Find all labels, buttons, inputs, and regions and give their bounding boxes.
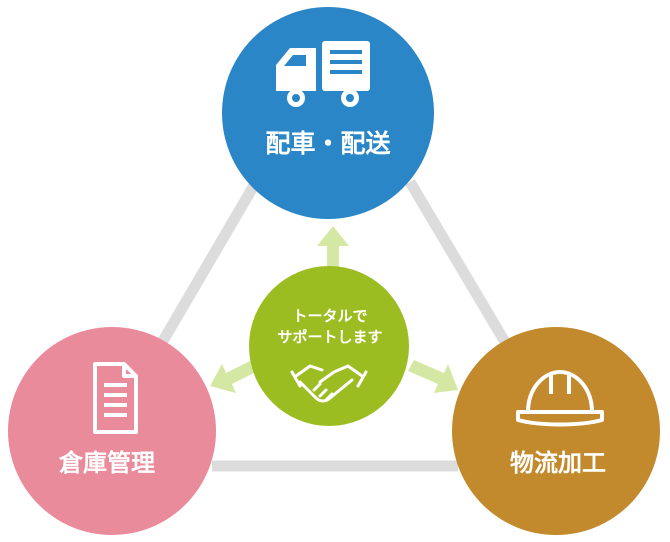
support-arrows xyxy=(210,226,458,393)
document-icon xyxy=(93,362,138,434)
center-label-line2: サポートします xyxy=(277,328,382,346)
center-circle xyxy=(249,266,409,426)
node-warehouse: 倉庫管理 xyxy=(8,327,216,535)
processing-label: 物流加工 xyxy=(510,449,606,477)
connector-delivery-warehouse xyxy=(155,179,261,349)
node-processing: 物流加工 xyxy=(452,327,660,535)
arrow-left xyxy=(210,360,258,393)
handshake-icon xyxy=(290,364,368,403)
processing-circle xyxy=(452,327,660,535)
connector-lines xyxy=(155,179,510,472)
delivery-label: 配車・配送 xyxy=(265,129,390,158)
arrow-up xyxy=(317,226,349,270)
node-center: トータルで サポートします xyxy=(249,266,409,426)
truck-icon xyxy=(276,41,370,107)
hard-hat-icon xyxy=(516,370,604,427)
center-label-line1: トータルで xyxy=(292,307,367,325)
warehouse-label: 倉庫管理 xyxy=(58,449,155,477)
arrow-right xyxy=(408,360,458,393)
delivery-circle xyxy=(222,7,434,219)
connector-delivery-processing xyxy=(405,179,510,345)
node-delivery: 配車・配送 xyxy=(222,7,434,219)
